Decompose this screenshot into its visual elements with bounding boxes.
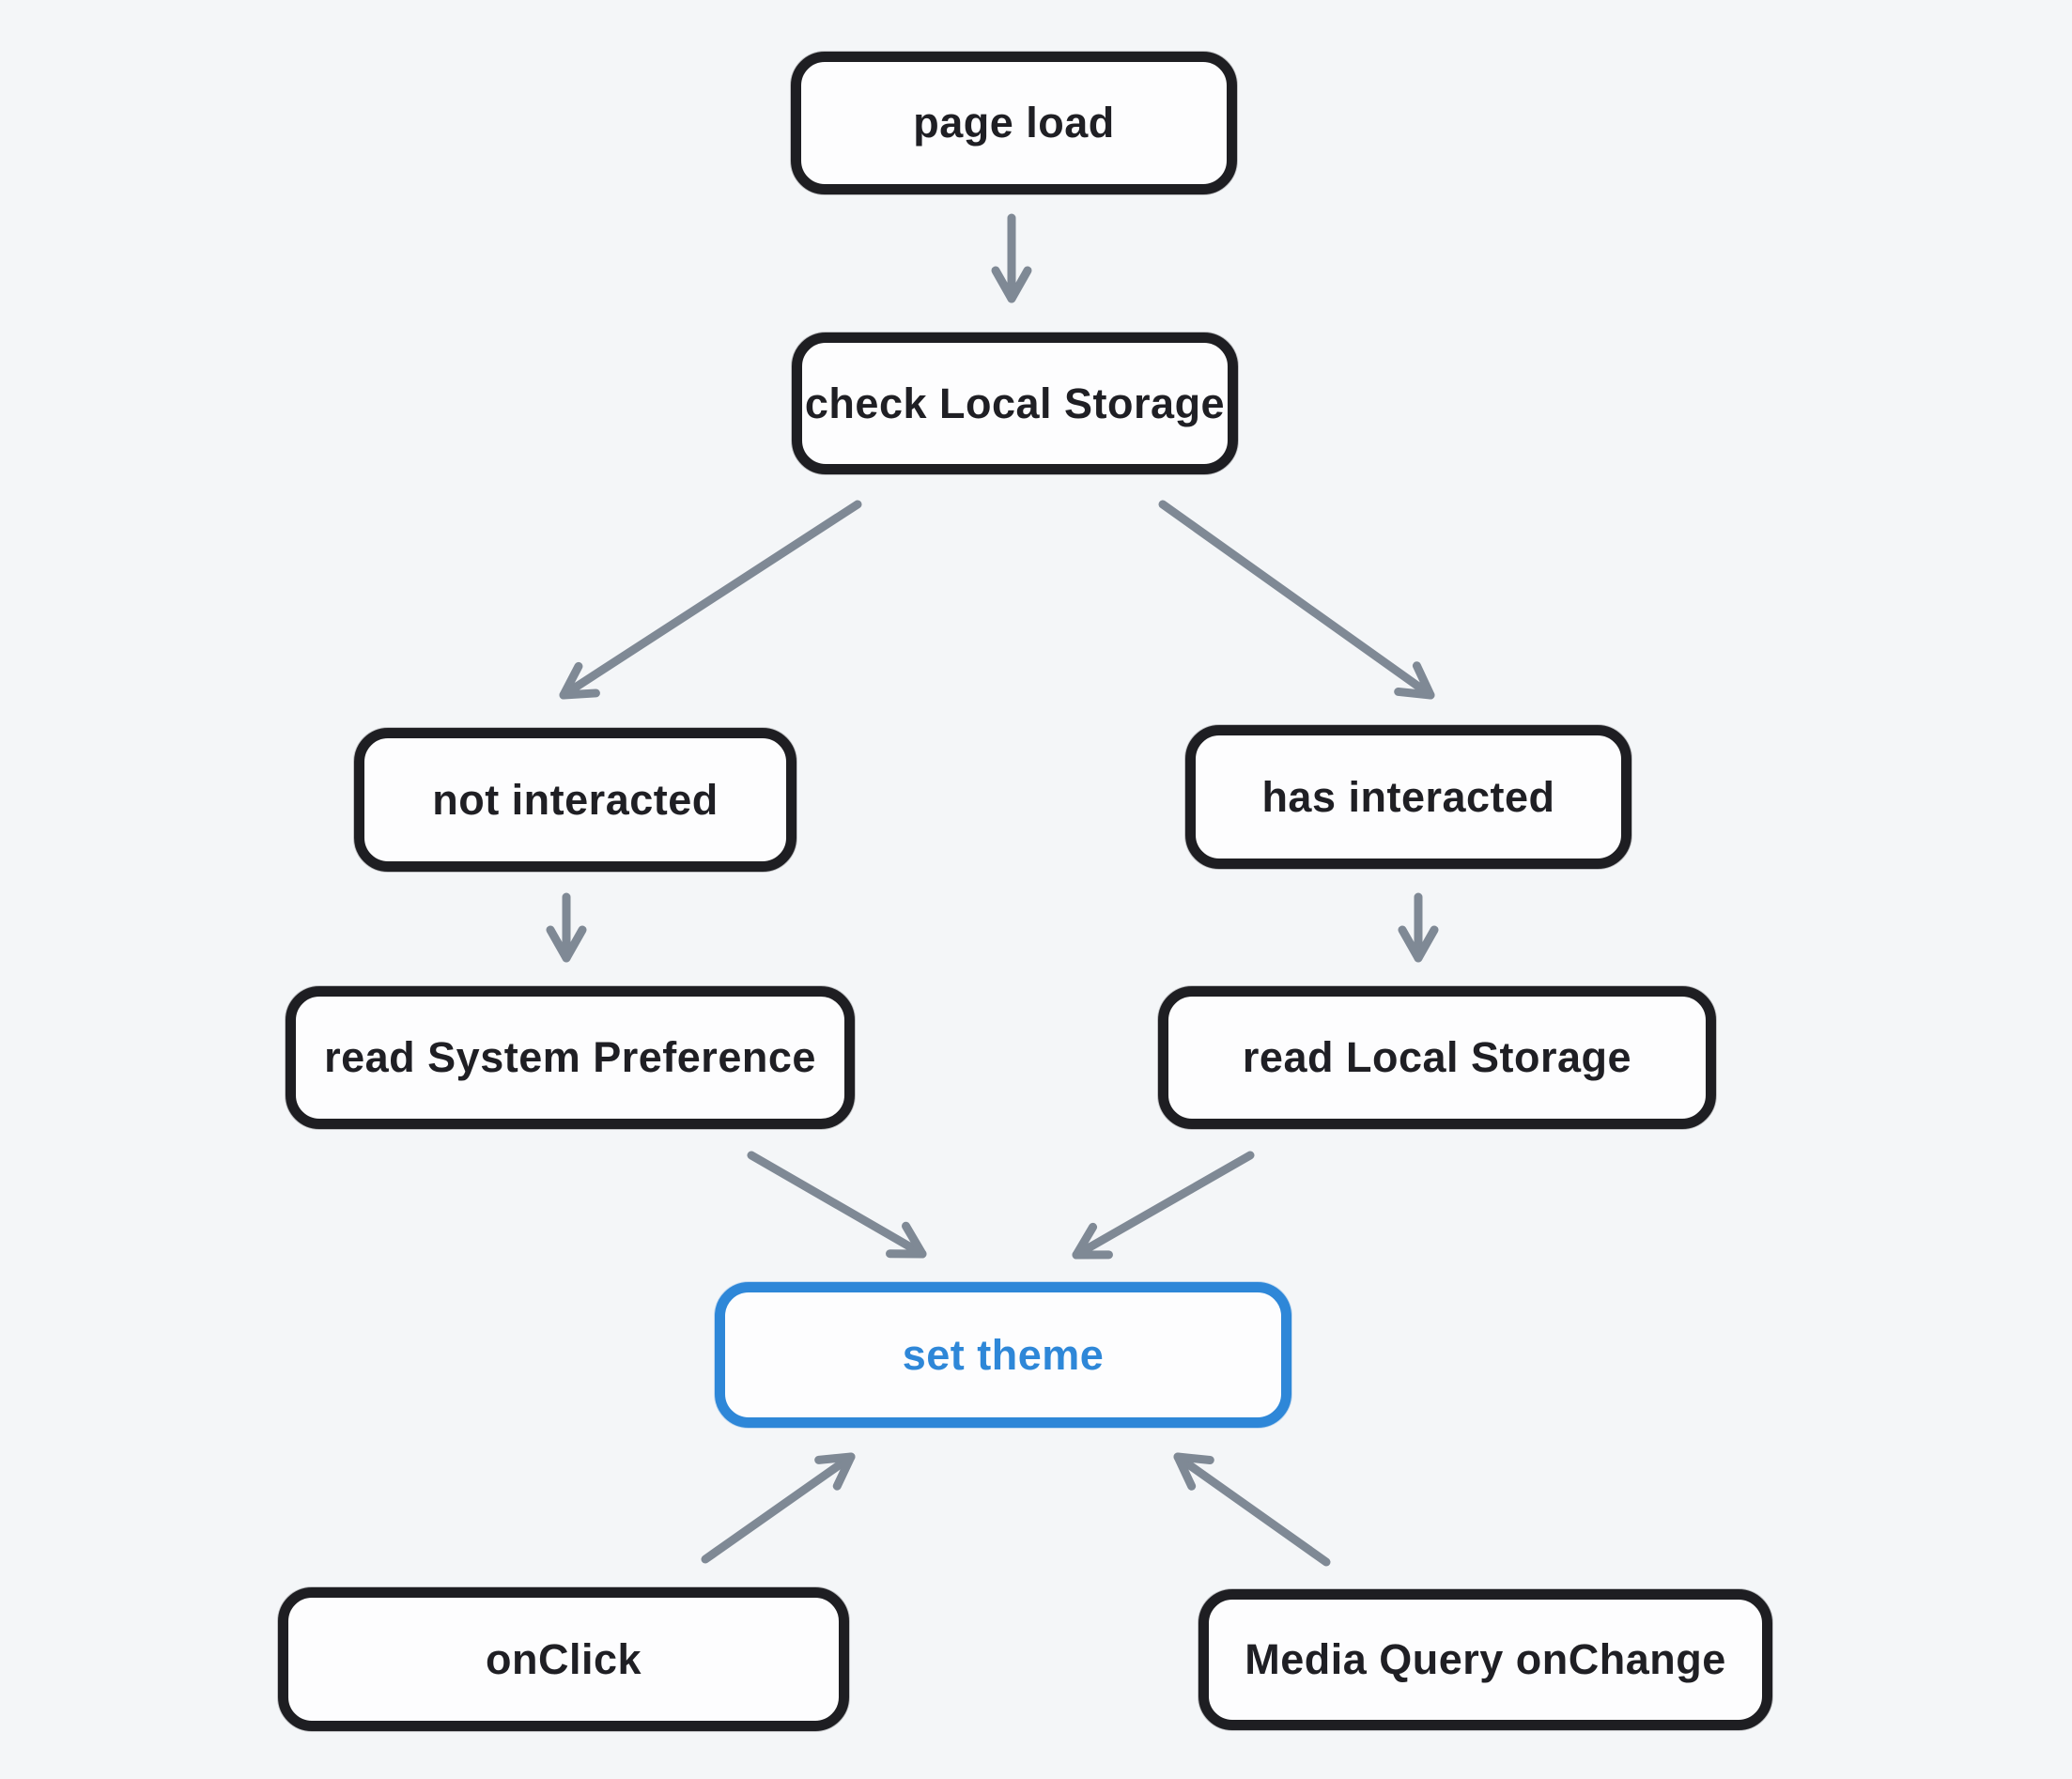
node-check-local-storage[interactable]: check Local Storage [792,333,1238,474]
node-page-load[interactable]: page load [791,52,1237,194]
node-page-load-label: page load [913,99,1115,147]
node-media-query-onchange[interactable]: Media Query onChange [1198,1589,1772,1730]
node-read-local-storage[interactable]: read Local Storage [1158,986,1716,1129]
node-check-local-storage-label: check Local Storage [804,379,1226,427]
arrow-onclick-to-set-theme[interactable] [701,1452,856,1564]
node-onclick-label: onClick [485,1634,642,1683]
node-has-interacted[interactable]: has interacted [1185,725,1631,869]
node-read-system-preference-label: read System Preference [324,1033,816,1081]
node-not-interacted[interactable]: not interacted [354,728,796,872]
arrow-media-query-onchange-to-set-theme[interactable] [1173,1452,1331,1567]
node-set-theme[interactable]: set theme [715,1282,1291,1428]
node-has-interacted-label: has interacted [1261,772,1555,821]
node-not-interacted-label: not interacted [432,775,719,824]
arrow-read-system-preference-to-set-theme[interactable] [747,1151,927,1259]
node-onclick[interactable]: onClick [278,1587,849,1731]
node-set-theme-label: set theme [902,1330,1105,1379]
arrow-read-local-storage-to-set-theme[interactable] [1072,1151,1255,1260]
node-read-system-preference[interactable]: read System Preference [286,986,855,1129]
node-media-query-onchange-label: Media Query onChange [1245,1635,1726,1683]
arrow-check-local-storage-to-has-interacted[interactable] [1158,500,1435,700]
node-read-local-storage-label: read Local Storage [1242,1033,1632,1081]
arrow-check-local-storage-to-not-interacted[interactable] [559,500,862,700]
